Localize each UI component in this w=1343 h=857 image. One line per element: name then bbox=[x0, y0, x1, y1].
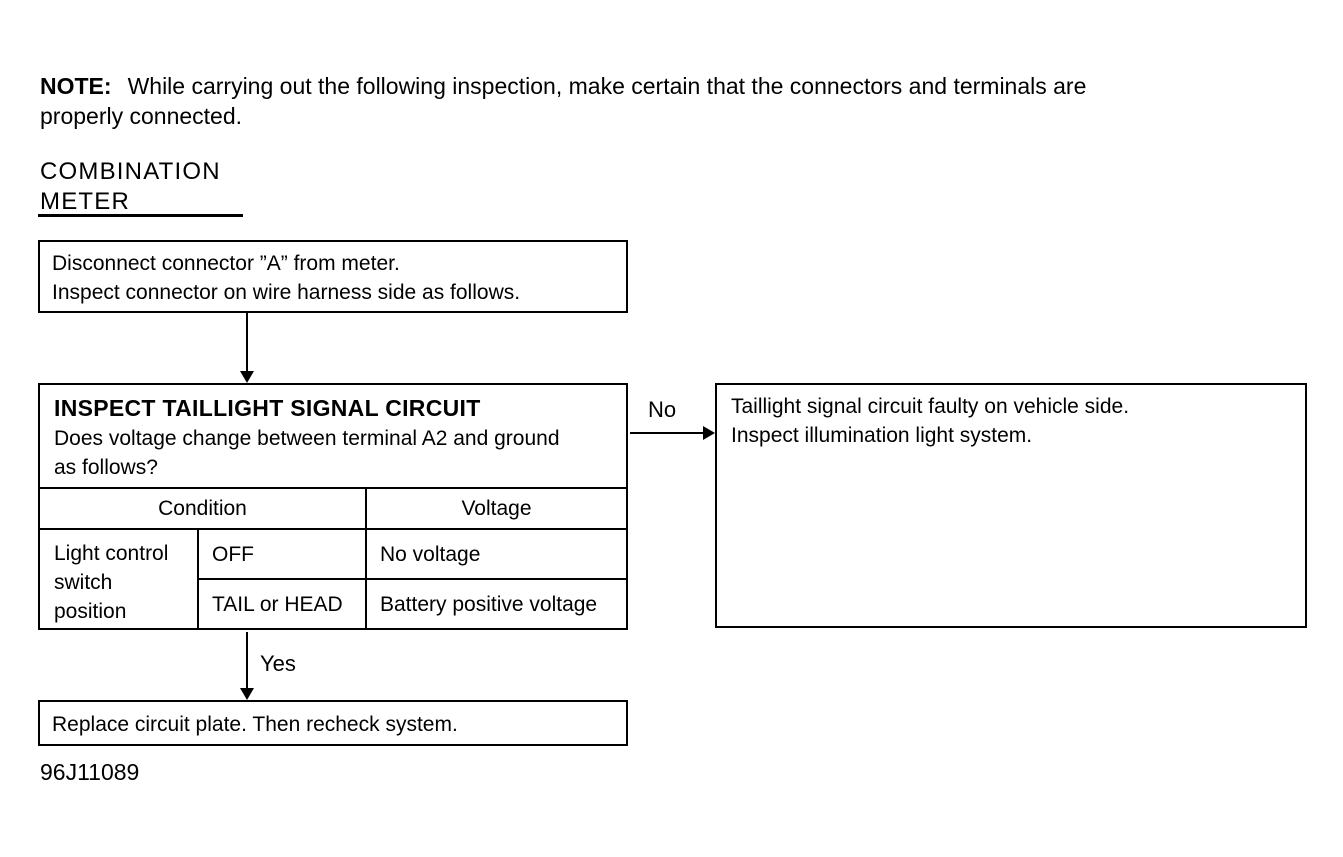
figure-code: 96J11089 bbox=[40, 759, 140, 785]
note-text-line2: properly connected. bbox=[40, 103, 243, 129]
no-branch-label: No bbox=[648, 397, 677, 422]
yes-result-box: Replace circuit plate. Then recheck syst… bbox=[38, 700, 628, 746]
table-header-condition: Condition bbox=[40, 487, 365, 528]
inspect-question-line2: as follows? bbox=[54, 456, 158, 479]
flow-step-inspect-box: INSPECT TAILLIGHT SIGNAL CIRCUIT Does vo… bbox=[38, 383, 628, 630]
inspect-box-header: INSPECT TAILLIGHT SIGNAL CIRCUIT Does vo… bbox=[40, 385, 626, 487]
yes-result-text: Replace circuit plate. Then recheck syst… bbox=[52, 713, 458, 736]
table-cell-condition-tail: TAIL or HEAD bbox=[197, 578, 365, 628]
note-text-line1: While carrying out the following inspect… bbox=[127, 73, 1087, 99]
yes-branch-label: Yes bbox=[260, 651, 296, 676]
note-label: NOTE: bbox=[40, 73, 112, 99]
step1-line2: Inspect connector on wire harness side a… bbox=[52, 281, 521, 304]
connector-line-step1-step2 bbox=[246, 313, 248, 373]
heading-underline bbox=[38, 214, 243, 217]
arrow-right-icon bbox=[703, 426, 715, 440]
table-header-voltage: Voltage bbox=[365, 487, 626, 528]
note-paragraph: NOTE: While carrying out the following in… bbox=[40, 71, 1320, 131]
connector-line-yes-branch bbox=[246, 632, 248, 688]
no-result-line2: Inspect illumination light system. bbox=[731, 424, 1033, 447]
table-row-label: Light control switch position bbox=[40, 528, 197, 628]
condition-voltage-table: Condition Voltage Light control switch p… bbox=[40, 487, 626, 628]
note-line-1: NOTE: While carrying out the following in… bbox=[40, 71, 1320, 101]
section-heading-line2: METER bbox=[40, 188, 130, 215]
table-cell-voltage-off: No voltage bbox=[365, 528, 626, 578]
no-result-box: Taillight signal circuit faulty on vehic… bbox=[715, 383, 1307, 628]
table-cell-condition-off: OFF bbox=[197, 528, 365, 578]
flow-step-disconnect-box: Disconnect connector ”A” from meter. Ins… bbox=[38, 240, 628, 313]
inspect-question-line1: Does voltage change between terminal A2 … bbox=[54, 427, 560, 450]
arrow-down-icon bbox=[240, 688, 254, 700]
section-heading-line1: COMBINATION bbox=[40, 158, 221, 185]
section-heading: COMBINATION METER bbox=[40, 157, 221, 217]
step1-line1: Disconnect connector ”A” from meter. bbox=[52, 252, 400, 275]
table-cell-voltage-tail: Battery positive voltage bbox=[365, 578, 626, 628]
arrow-down-icon bbox=[240, 371, 254, 383]
connector-line-no-branch bbox=[630, 432, 703, 434]
no-result-line1: Taillight signal circuit faulty on vehic… bbox=[731, 395, 1130, 418]
inspect-title: INSPECT TAILLIGHT SIGNAL CIRCUIT bbox=[54, 395, 481, 421]
